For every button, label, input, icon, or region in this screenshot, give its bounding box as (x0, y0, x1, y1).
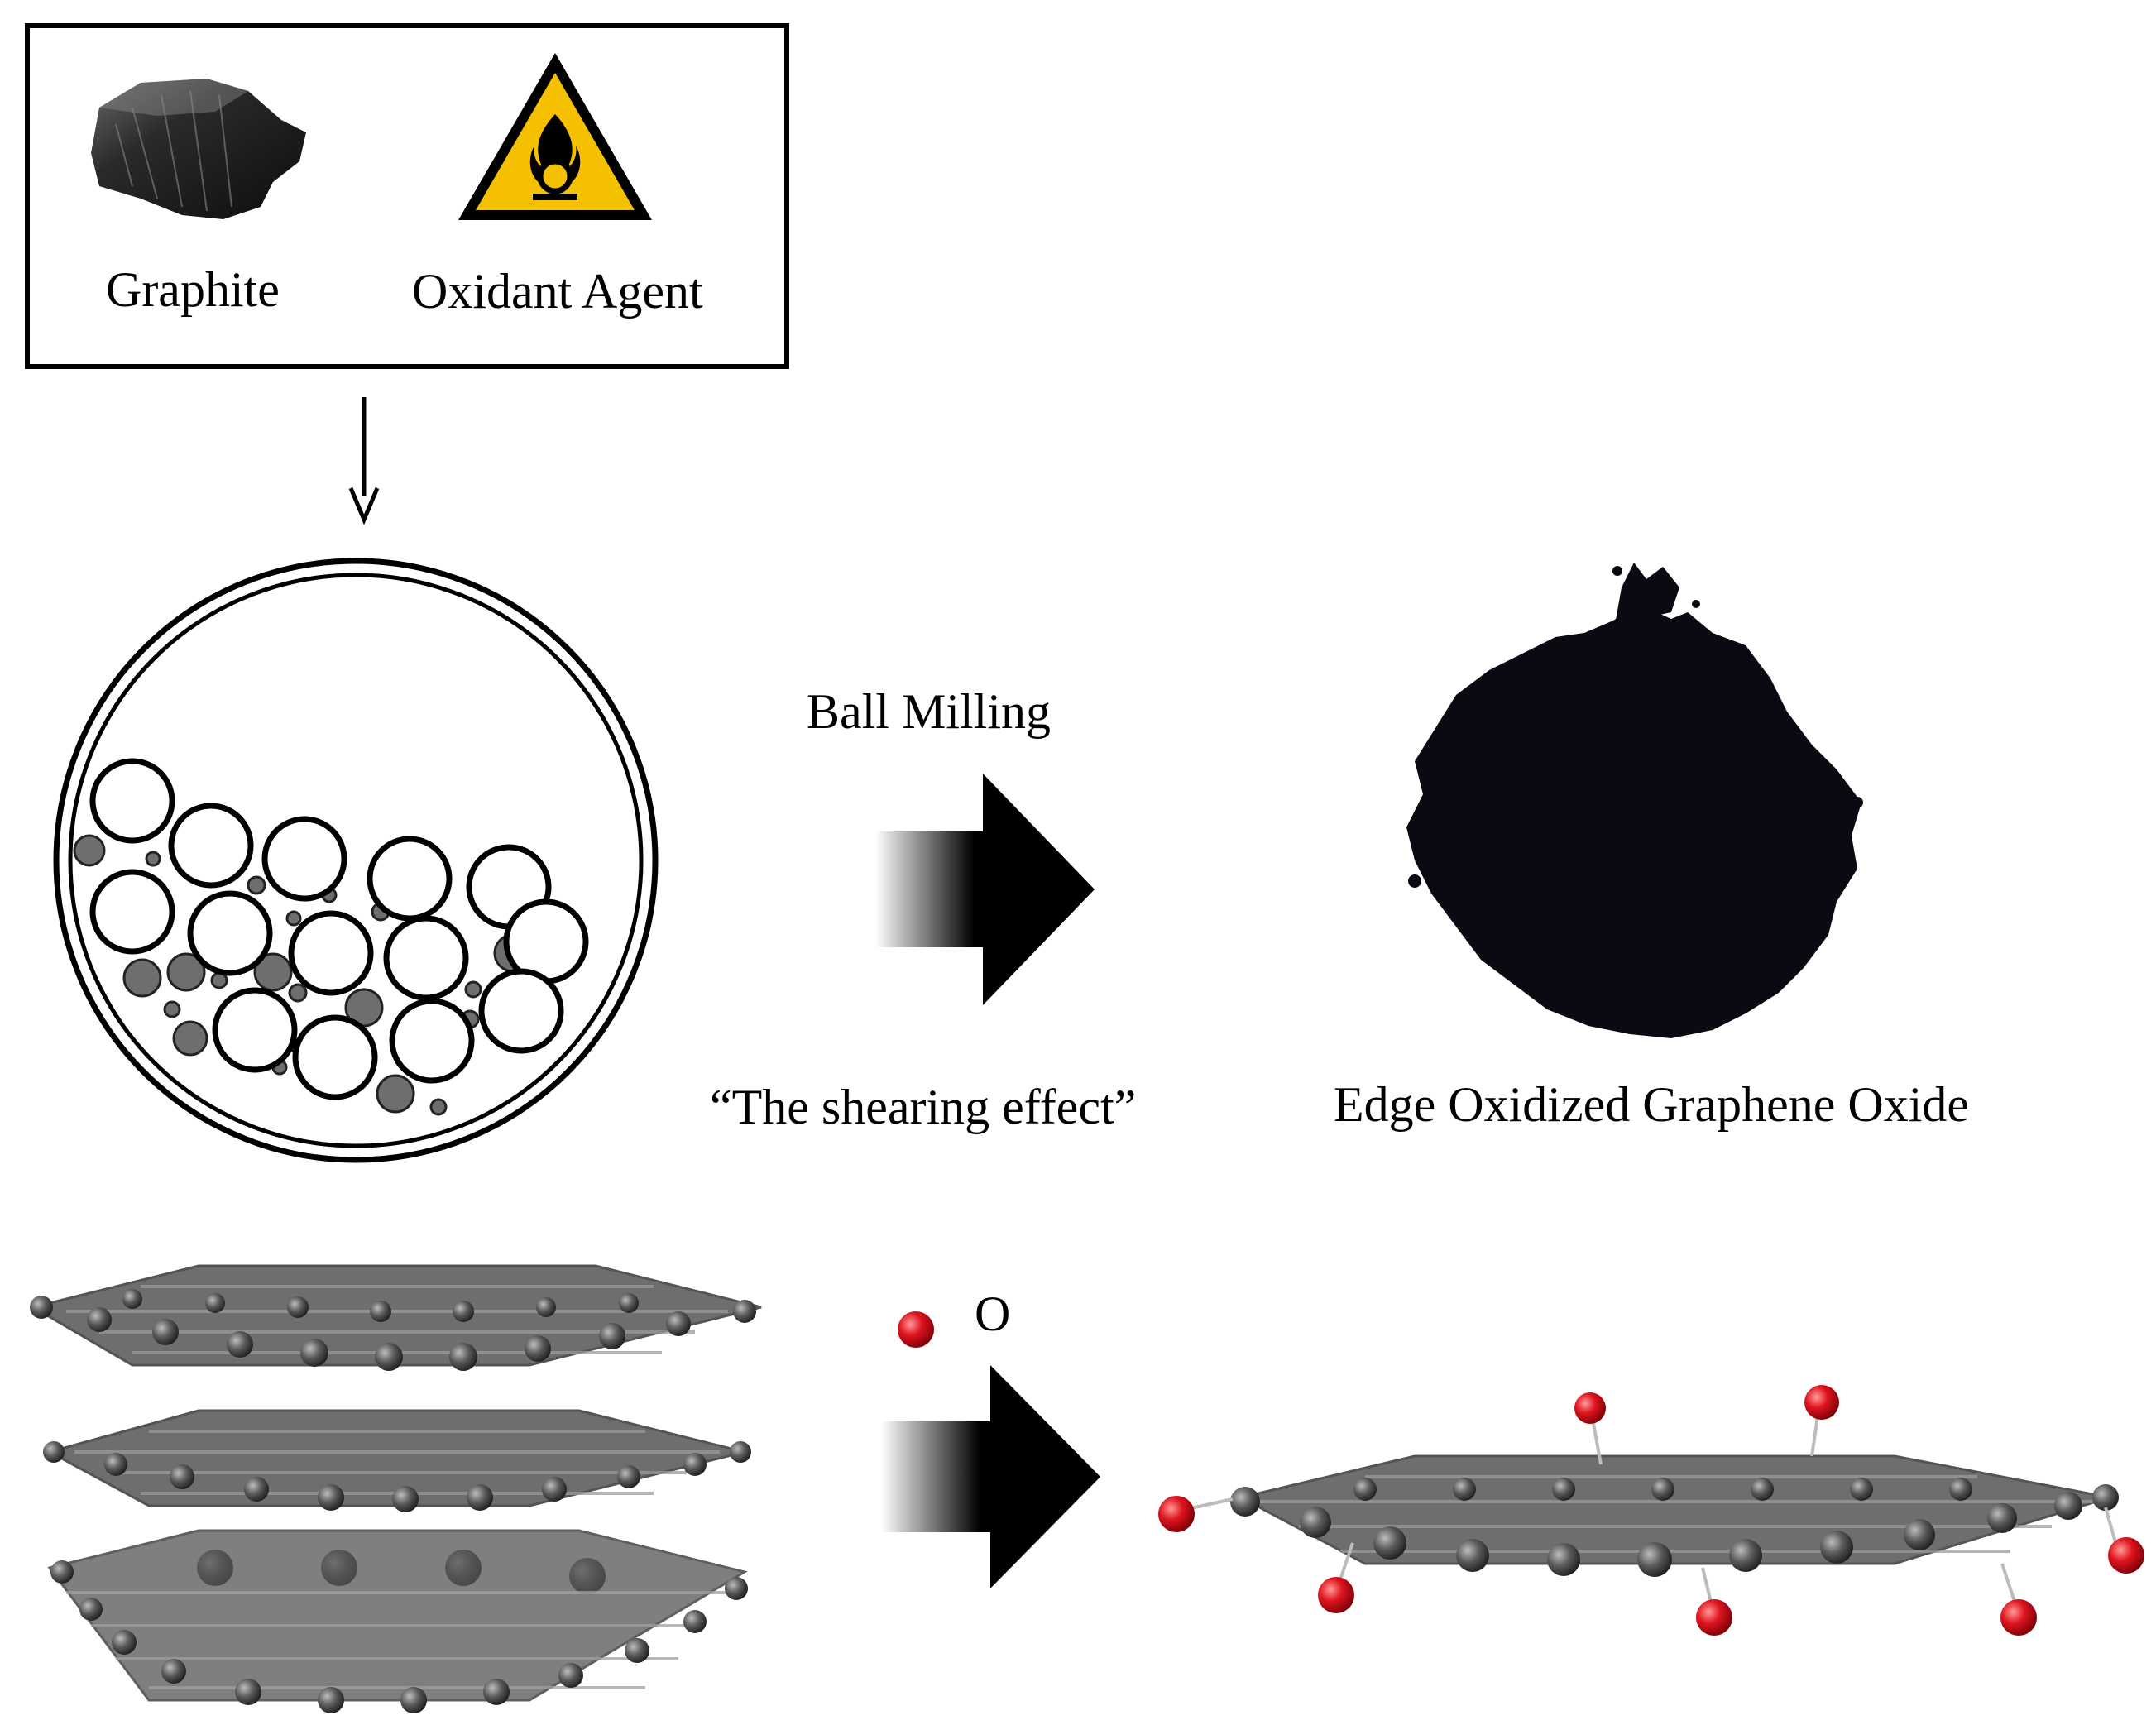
graphene-layer-bottom (47, 1529, 748, 1713)
graphite-layers-model (30, 1264, 762, 1713)
graphene-oxide-powder (1406, 563, 1863, 1038)
graphene-layer-top (30, 1264, 762, 1371)
edge-oxidized-graphene-model (1158, 1385, 2144, 1636)
ball-mill-jar-icon (53, 558, 659, 1163)
oxidant-label: Oxidant Agent (412, 264, 703, 319)
oxidizer-hazard-icon (458, 53, 652, 220)
shearing-effect-label: “The shearing effect” (710, 1080, 1137, 1134)
oxygen-legend-label: O (975, 1287, 1011, 1341)
down-arrow (348, 397, 380, 525)
oxygen-atom-icon (898, 1311, 934, 1348)
process-arrow-bottom (881, 1365, 1100, 1588)
ball-milling-label: Ball Milling (807, 684, 1052, 739)
process-arrow-top (875, 774, 1095, 1005)
reactant-box (25, 23, 789, 369)
graphite-label: Graphite (106, 262, 280, 317)
graphite-rock-icon (91, 79, 306, 219)
product-label: Edge Oxidized Graphene Oxide (1334, 1077, 1970, 1132)
